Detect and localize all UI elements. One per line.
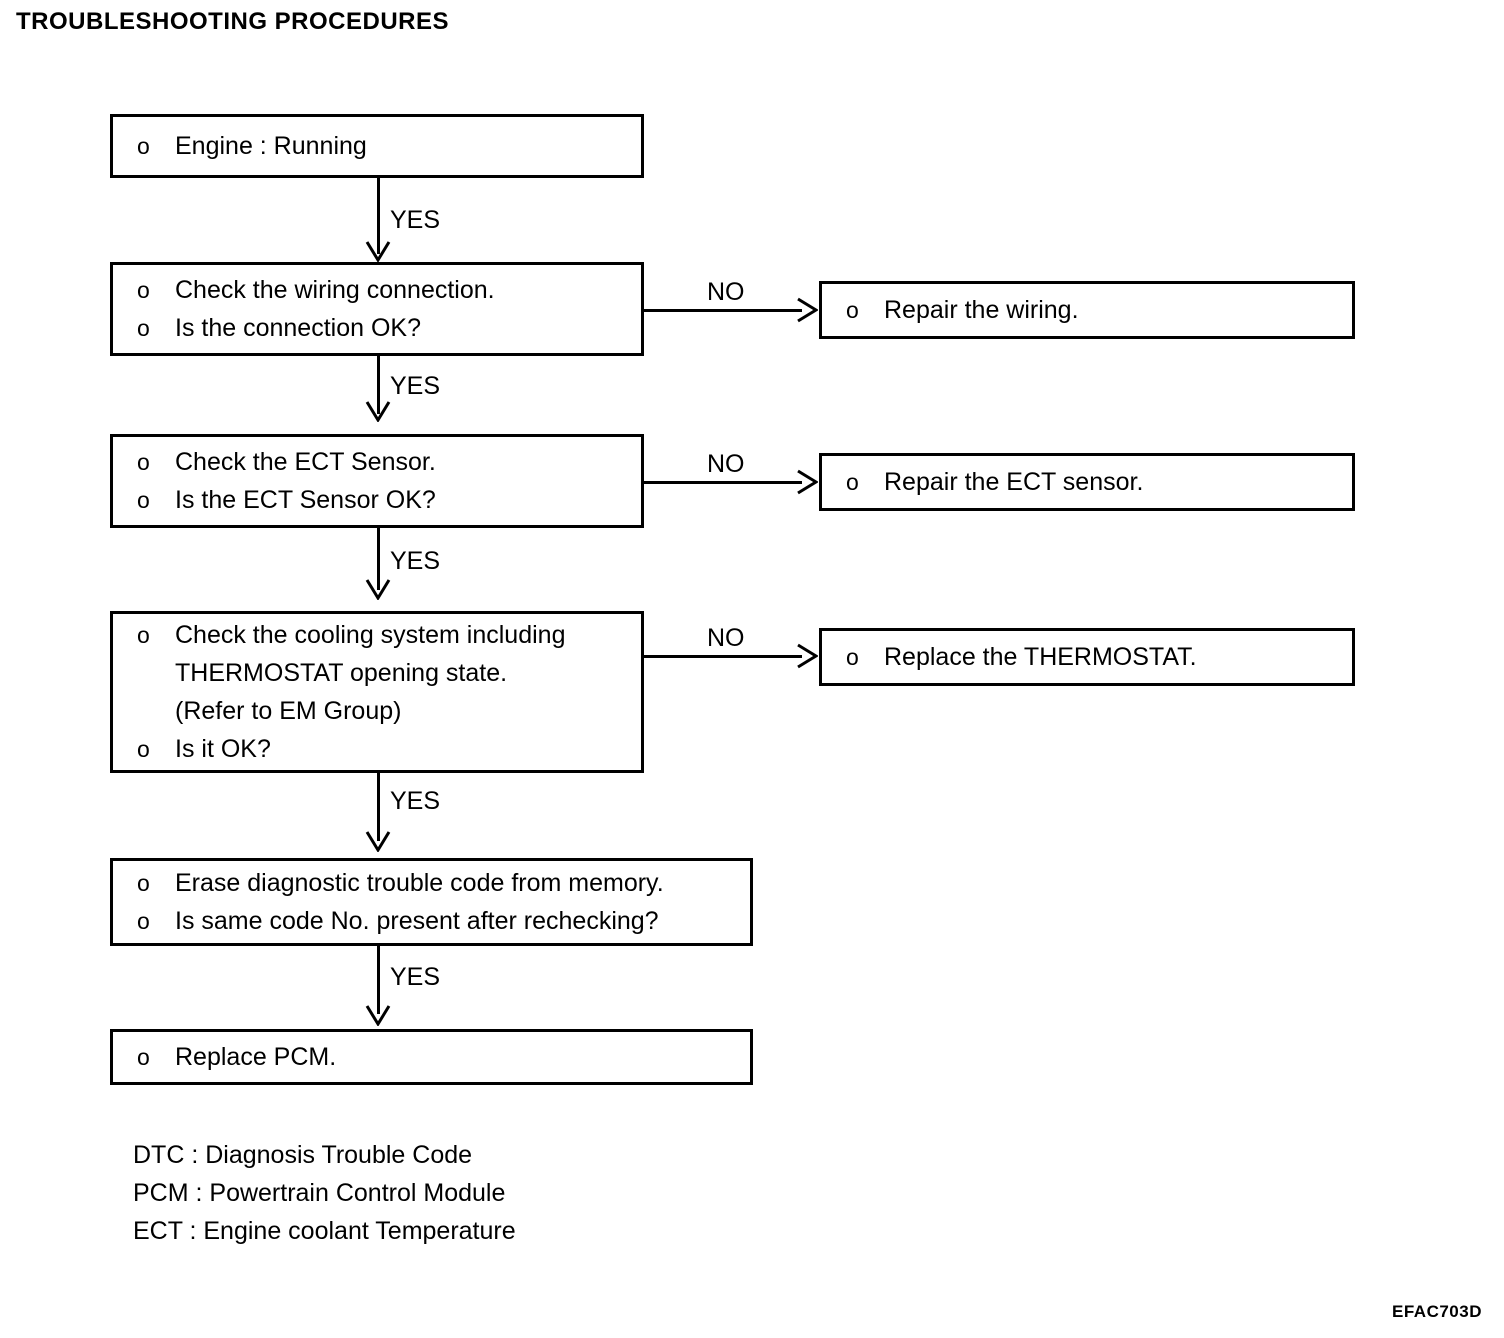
connector-line-yes-2 xyxy=(377,356,380,414)
flow-line: o Erase diagnostic trouble code from mem… xyxy=(113,864,750,902)
bullet-icon: o xyxy=(137,487,150,513)
arrow-down-icon-4 xyxy=(365,831,391,852)
flow-line: o Is the ECT Sensor OK? xyxy=(113,481,641,519)
flow-line: o Engine : Running xyxy=(113,127,641,165)
bullet-icon: o xyxy=(137,622,150,648)
connector-line-no-1 xyxy=(644,309,802,312)
bullet-icon: o xyxy=(137,133,150,159)
bullet-icon: o xyxy=(137,315,150,341)
bullet-icon: o xyxy=(137,908,150,934)
arrow-right-icon-2 xyxy=(797,469,818,495)
connector-line-yes-1 xyxy=(377,178,380,254)
flow-line: o Check the wiring connection. xyxy=(113,271,641,309)
abbreviation-legend: DTC : Diagnosis Trouble Code PCM : Power… xyxy=(133,1136,516,1250)
edge-label-yes-3: YES xyxy=(390,547,441,575)
flow-line: o Is same code No. present after recheck… xyxy=(113,902,750,940)
connector-line-yes-3 xyxy=(377,528,380,590)
bullet-icon: o xyxy=(846,469,859,495)
bullet-icon: o xyxy=(137,1044,150,1070)
flow-box-replace-thermostat: o Replace the THERMOSTAT. xyxy=(819,628,1355,686)
connector-line-yes-5 xyxy=(377,946,380,1014)
edge-label-yes-1: YES xyxy=(390,206,441,234)
bullet-spacer: o xyxy=(137,692,175,730)
flow-line: o THERMOSTAT opening state. xyxy=(113,654,641,692)
bullet-icon: o xyxy=(137,870,150,896)
flow-box-engine-running: o Engine : Running xyxy=(110,114,644,178)
edge-label-yes-2: YES xyxy=(390,372,441,400)
legend-row-ect: ECT : Engine coolant Temperature xyxy=(133,1217,516,1245)
legend-row-dtc: DTC : Diagnosis Trouble Code xyxy=(133,1141,473,1169)
flow-box-check-ect-sensor: o Check the ECT Sensor. o Is the ECT Sen… xyxy=(110,434,644,528)
flow-line: o Is the connection OK? xyxy=(113,309,641,347)
edge-label-no-1: NO xyxy=(707,278,745,306)
arrow-down-icon-2 xyxy=(365,401,391,422)
flow-line: o Replace PCM. xyxy=(113,1038,750,1076)
arrow-down-icon-5 xyxy=(365,1005,391,1026)
bullet-icon: o xyxy=(846,644,859,670)
flow-line: o Is it OK? xyxy=(113,730,641,768)
flow-line: o Repair the wiring. xyxy=(822,291,1352,329)
flow-box-repair-wiring: o Repair the wiring. xyxy=(819,281,1355,339)
bullet-icon: o xyxy=(137,449,150,475)
connector-line-yes-4 xyxy=(377,773,380,841)
flow-line: o Check the ECT Sensor. xyxy=(113,443,641,481)
arrow-down-icon-3 xyxy=(365,579,391,600)
figure-reference-code: EFAC703D xyxy=(1392,1302,1482,1321)
flow-box-erase-dtc: o Erase diagnostic trouble code from mem… xyxy=(110,858,753,946)
flow-line: o (Refer to EM Group) xyxy=(113,692,641,730)
bullet-icon: o xyxy=(137,736,150,762)
arrow-down-icon-1 xyxy=(365,241,391,262)
edge-label-yes-4: YES xyxy=(390,787,441,815)
connector-line-no-2 xyxy=(644,481,802,484)
flow-line: o Check the cooling system including xyxy=(113,616,641,654)
edge-label-no-3: NO xyxy=(707,624,745,652)
flow-box-check-cooling-system: o Check the cooling system including o T… xyxy=(110,611,644,773)
flow-box-replace-pcm: o Replace PCM. xyxy=(110,1029,753,1085)
flow-line: o Repair the ECT sensor. xyxy=(822,463,1352,501)
bullet-spacer: o xyxy=(137,654,175,692)
arrow-right-icon-1 xyxy=(797,297,818,323)
flow-box-repair-ect-sensor: o Repair the ECT sensor. xyxy=(819,453,1355,511)
arrow-right-icon-3 xyxy=(797,643,818,669)
connector-line-no-3 xyxy=(644,655,802,658)
legend-row-pcm: PCM : Powertrain Control Module xyxy=(133,1179,506,1207)
edge-label-yes-5: YES xyxy=(390,963,441,991)
bullet-icon: o xyxy=(846,297,859,323)
edge-label-no-2: NO xyxy=(707,450,745,478)
bullet-icon: o xyxy=(137,277,150,303)
flow-line: o Replace the THERMOSTAT. xyxy=(822,638,1352,676)
page-title: TROUBLESHOOTING PROCEDURES xyxy=(16,8,450,35)
flow-box-check-wiring: o Check the wiring connection. o Is the … xyxy=(110,262,644,356)
